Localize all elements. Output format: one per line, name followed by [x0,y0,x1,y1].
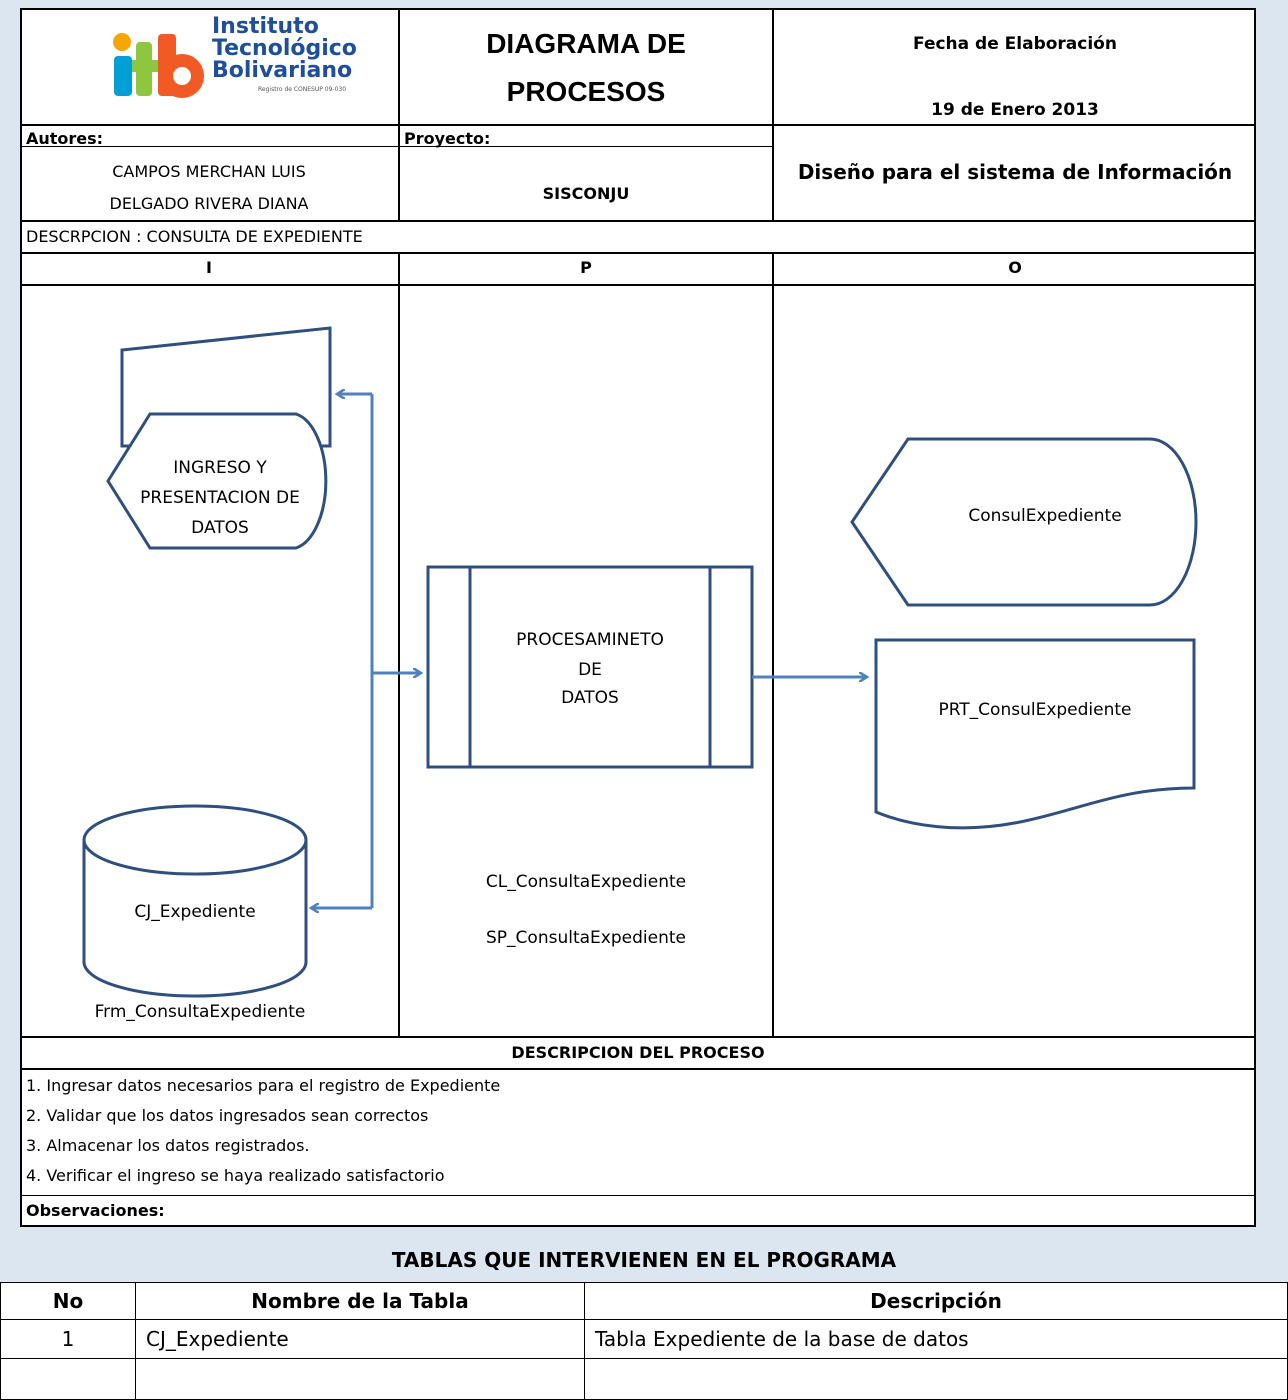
divider [20,252,1256,254]
process-step: 4. Verificar el ingreso se haya realizad… [26,1166,445,1185]
output-document-label: PRT_ConsulExpediente [938,700,1132,720]
input-display-label: DATOS [191,518,249,538]
table-row: CJ_Expediente [135,1319,585,1359]
table-row: 1 [0,1319,136,1359]
column-header-output: O [1008,258,1022,277]
table-row [135,1358,585,1400]
project-design: Diseño para el sistema de Información [797,160,1233,184]
divider [20,1036,1256,1038]
fecha-value: 19 de Enero 2013 [931,100,1099,120]
divider [772,8,774,220]
fecha-label: Fecha de Elaboración [913,34,1117,54]
logo-text-line-2: Tecnológico [212,36,357,61]
process-description-label: DESCRPCION : CONSULTA DE EXPEDIENTE [26,227,363,246]
process-label: PROCESAMINETO [516,630,664,650]
table-row [584,1358,1288,1400]
doc-title-line-1: DIAGRAMA DE [486,28,686,59]
table-row: Tabla Expediente de la base de datos [584,1319,1288,1359]
logo-text-line-1: Instituto [212,14,319,39]
input-display-label: PRESENTACION DE [140,488,300,508]
divider [20,1195,1256,1196]
process-step: 1. Ingresar datos necesarios para el reg… [26,1076,501,1095]
input-display-label: INGRESO Y [173,458,267,478]
divider [398,8,400,220]
divider [20,220,1256,222]
authors-label: Autores: [26,129,104,148]
table-row [0,1358,136,1400]
divider [20,284,1256,286]
procedure-label: SP_ConsultaExpediente [486,928,686,948]
divider [398,252,400,1036]
database-label: CJ_Expediente [134,902,256,922]
process-description-title: DESCRIPCION DEL PROCESO [511,1043,765,1062]
divider [20,124,1256,126]
project-label: Proyecto: [404,129,491,148]
logo: Instituto Tecnológico Bolivariano Regist… [108,14,358,122]
procedure-label: CL_ConsultaExpediente [485,872,687,892]
column-header-input: I [206,258,212,277]
logo-text-line-3: Bolivariano [212,58,353,83]
author-name: DELGADO RIVERA DIANA [109,194,309,213]
divider [20,146,772,147]
table-header-description: Descripción [584,1282,1288,1320]
divider [772,252,774,1036]
process-step: 3. Almacenar los datos registrados. [26,1136,310,1155]
column-header-process: P [580,258,592,277]
logo-small-text: Registro de CONESUP 09-030 [258,86,347,93]
process-label: DE [578,660,602,680]
observations-label: Observaciones: [26,1201,165,1220]
process-step: 2. Validar que los datos ingresados sean… [26,1106,429,1125]
output-display-label: ConsulExpediente [968,506,1122,526]
table-header-name: Nombre de la Tabla [135,1282,585,1320]
divider [20,1068,1256,1070]
doc-title-line-2: PROCESOS [506,76,666,107]
process-label: DATOS [561,688,619,708]
form-label: Frm_ConsultaExpediente [94,1002,306,1022]
project-name: SISCONJU [542,184,630,203]
logo-mark-icon [113,33,204,98]
author-name: CAMPOS MERCHAN LUIS [112,162,306,181]
table-header-no: No [0,1282,136,1320]
tables-title: TABLAS QUE INTERVIENEN EN EL PROGRAMA [391,1248,897,1272]
